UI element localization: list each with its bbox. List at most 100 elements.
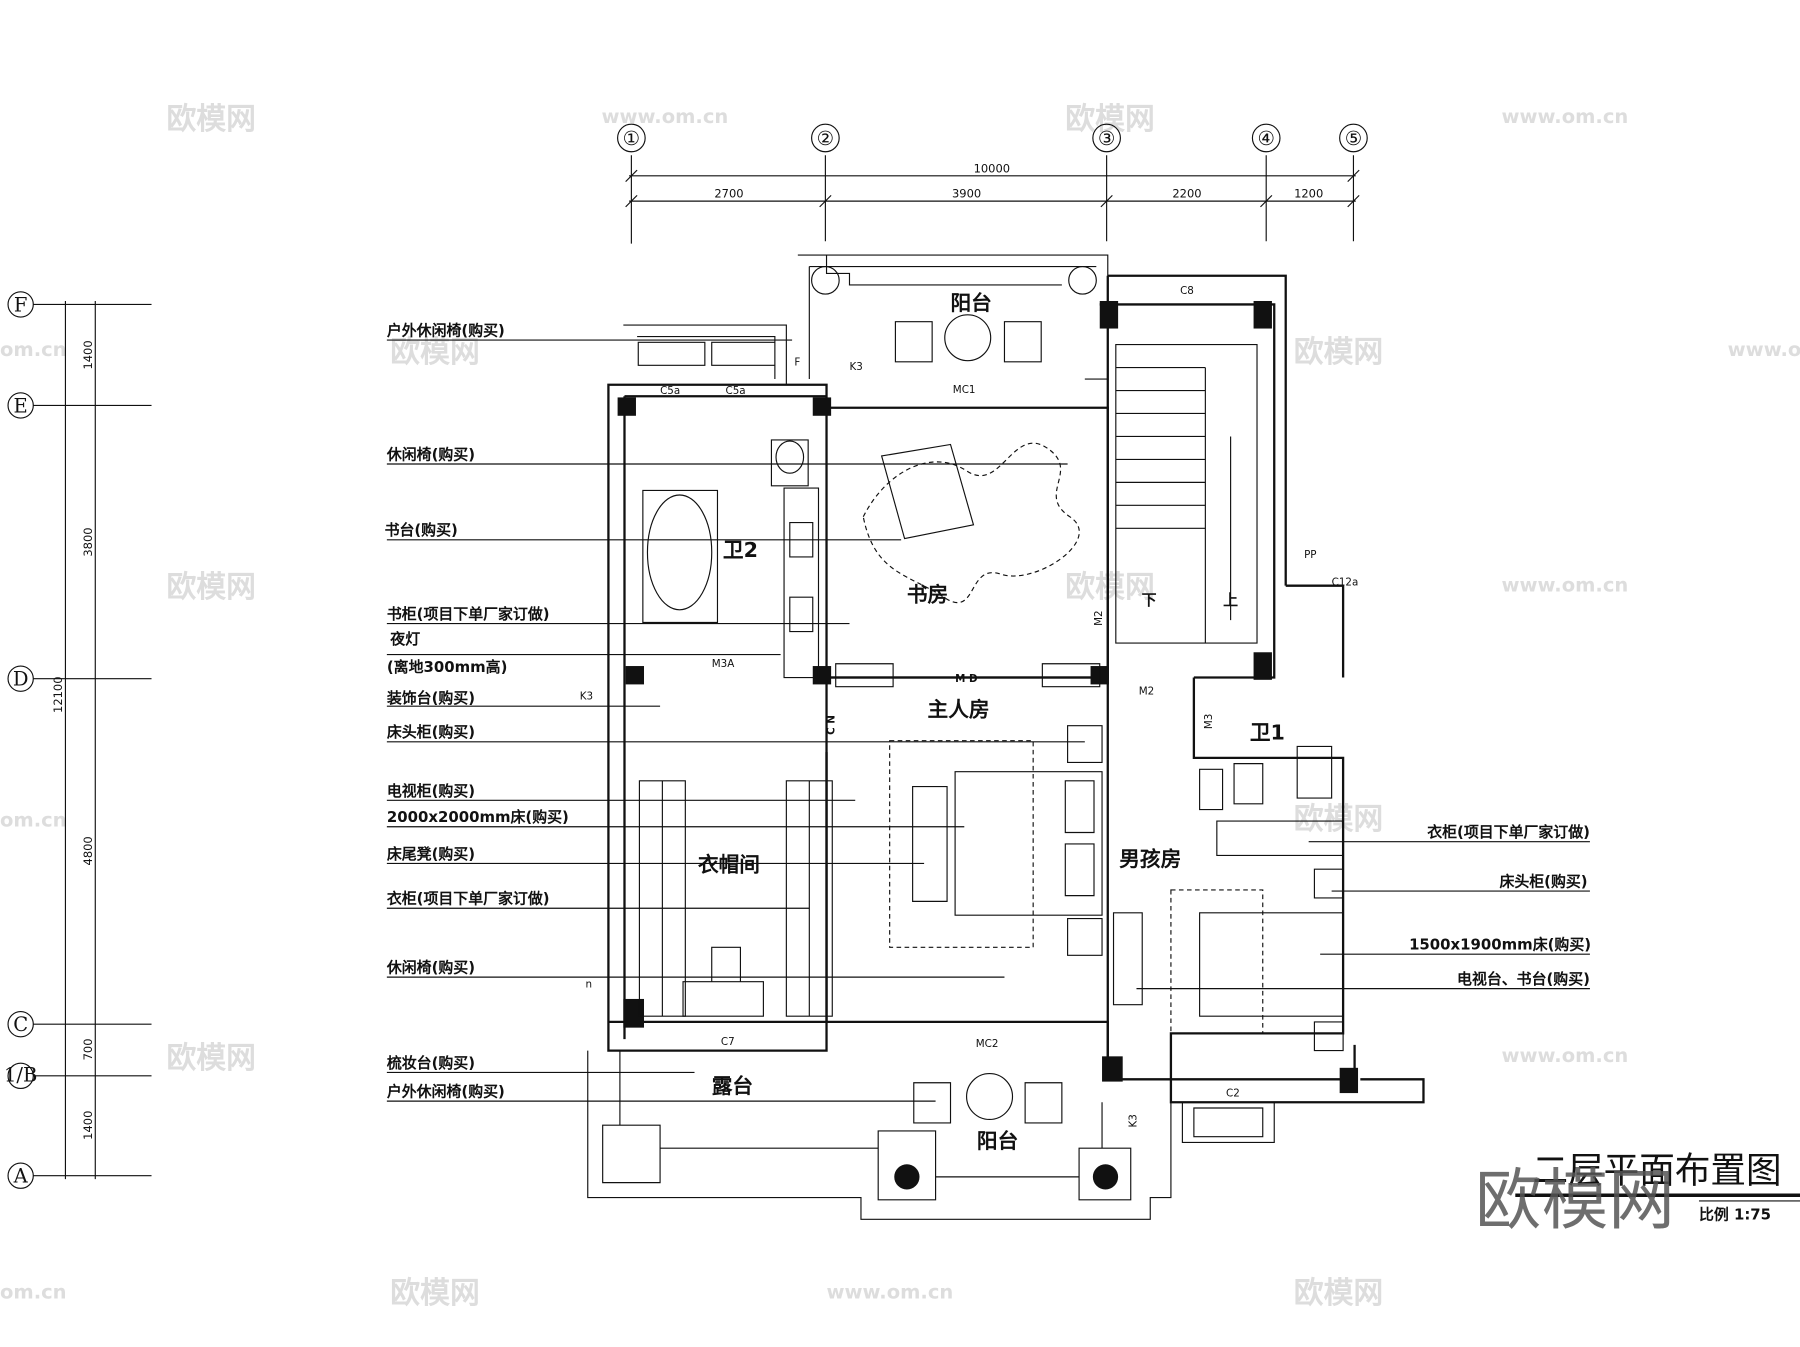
svg-text:2000x2000mm床(购买): 2000x2000mm床(购买)	[387, 808, 569, 826]
svg-text:休闲椅(购买): 休闲椅(购买)	[386, 445, 475, 463]
svg-text:E: E	[14, 394, 28, 417]
room-study: 书房	[907, 583, 948, 607]
svg-text:A: A	[13, 1165, 29, 1188]
room-master: 主人房	[928, 698, 990, 722]
svg-text:床尾凳(购买): 床尾凳(购买)	[387, 845, 475, 863]
svg-text:1/B: 1/B	[4, 1064, 37, 1087]
svg-text:K3: K3	[1127, 1114, 1139, 1127]
svg-text:MC2: MC2	[976, 1038, 999, 1050]
svg-text:C2: C2	[1226, 1088, 1240, 1100]
svg-text:欧模网: 欧模网	[166, 1041, 255, 1076]
svg-text:www.om.cn: www.om.cn	[1502, 105, 1629, 128]
svg-text:装饰台(购买): 装饰台(购买)	[386, 689, 475, 707]
svg-text:梳妆台(购买): 梳妆台(购买)	[387, 1054, 475, 1072]
svg-text:C: C	[13, 1013, 28, 1036]
svg-text:1400: 1400	[81, 340, 95, 369]
svg-text:衣柜(项目下单厂家订做): 衣柜(项目下单厂家订做)	[1427, 823, 1590, 841]
svg-text:3900: 3900	[952, 187, 981, 201]
svg-text:F: F	[794, 356, 800, 368]
svg-text:①: ①	[623, 127, 640, 150]
svg-text:www.om.cn: www.om.cn	[1728, 338, 1800, 361]
svg-text:欧模网: 欧模网	[390, 1276, 479, 1311]
svg-text:②: ②	[817, 127, 834, 150]
svg-text:M2: M2	[1093, 610, 1105, 625]
svg-text:1200: 1200	[1294, 187, 1323, 201]
svg-text:10000: 10000	[974, 161, 1010, 175]
svg-text:C5a: C5a	[726, 385, 746, 397]
svg-text:(离地300mm高): (离地300mm高)	[387, 658, 508, 676]
svg-text:700: 700	[81, 1039, 95, 1061]
svg-text:③: ③	[1098, 127, 1115, 150]
svg-text:K3: K3	[849, 361, 862, 373]
svg-text:书台(购买): 书台(购买)	[385, 521, 458, 539]
svg-text:床头柜(购买): 床头柜(购买)	[387, 723, 475, 741]
room-bath1: 卫1	[1250, 721, 1285, 745]
svg-text:www.om.cn: www.om.cn	[602, 105, 729, 128]
room-labels: 阳台 卫2 书房 主人房 衣帽间 男孩房 卫1 露台 阳台 下 上	[698, 291, 1285, 1153]
watermarks: 欧模网 www.om.cn 欧模网 www.om.cn 欧模网 欧模网 om.c…	[0, 102, 1800, 1311]
svg-text:PP: PP	[1304, 549, 1316, 561]
svg-text:欧模网: 欧模网	[1294, 802, 1383, 837]
svg-text:MC1: MC1	[953, 384, 976, 396]
svg-text:欧模网: 欧模网	[1294, 1276, 1383, 1311]
svg-text:欧模网: 欧模网	[1065, 570, 1154, 605]
right-annotations: 衣柜(项目下单厂家订做) 床头柜(购买) 1500x1900mm床(购买) 电视…	[1136, 823, 1591, 990]
svg-text:2200: 2200	[1172, 187, 1201, 201]
svg-text:④: ④	[1257, 127, 1274, 150]
furniture	[638, 314, 1344, 1124]
svg-text:C5a: C5a	[660, 385, 680, 397]
svg-text:欧模网: 欧模网	[390, 335, 479, 370]
drawing-title: 二层平面布置图	[1533, 1151, 1782, 1192]
svg-text:3800: 3800	[81, 527, 95, 556]
svg-text:休闲椅(购买): 休闲椅(购买)	[386, 959, 475, 977]
svg-text:1500x1900mm床(购买): 1500x1900mm床(购买)	[1409, 936, 1591, 954]
column-axes: ① ② ③ ④ ⑤ 10000 2700 3900 2200 1200	[617, 123, 1368, 244]
svg-text:2700: 2700	[714, 187, 743, 201]
svg-text:M2: M2	[1139, 686, 1154, 698]
drawing-scale: 比例 1:75	[1699, 1205, 1771, 1223]
svg-text:4800: 4800	[81, 836, 95, 865]
svg-text:下: 下	[1142, 591, 1157, 609]
svg-text:F: F	[14, 293, 28, 316]
svg-text:电视台、书台(购买): 电视台、书台(购买)	[1457, 970, 1590, 988]
svg-text:n: n	[585, 978, 592, 990]
door-window-tags: C8 C5a C5a MC1 F K3 M2 M3A M D C N M2 M3…	[580, 285, 1359, 1127]
svg-text:欧模网: 欧模网	[1065, 102, 1154, 137]
room-cloakroom: 衣帽间	[698, 853, 760, 877]
svg-text:1400: 1400	[81, 1111, 95, 1140]
svg-text:C8: C8	[1180, 285, 1194, 297]
svg-text:www.om.cn: www.om.cn	[1502, 573, 1629, 596]
svg-text:户外休闲椅(购买): 户外休闲椅(购买)	[387, 321, 505, 339]
left-annotations: 户外休闲椅(购买) 休闲椅(购买) 书台(购买) 书柜(项目下单厂家订做) 夜灯…	[385, 321, 1085, 1102]
svg-text:om.cn: om.cn	[0, 1281, 67, 1304]
svg-text:D: D	[13, 668, 29, 691]
svg-text:欧模网: 欧模网	[1294, 335, 1383, 370]
svg-text:M3A: M3A	[712, 658, 735, 670]
svg-text:om.cn: om.cn	[0, 809, 67, 832]
svg-text:欧模网: 欧模网	[166, 570, 255, 605]
svg-text:www.om.cn: www.om.cn	[1502, 1044, 1629, 1067]
svg-text:12100: 12100	[51, 676, 65, 712]
svg-text:C12a: C12a	[1332, 577, 1359, 589]
drawing-title-block: 二层平面布置图 比例 1:75 欧模网	[1475, 1151, 1800, 1239]
svg-text:上: 上	[1223, 591, 1238, 609]
svg-text:M3: M3	[1203, 714, 1215, 729]
svg-text:衣柜(项目下单厂家订做): 衣柜(项目下单厂家订做)	[387, 890, 550, 908]
room-balcony-top: 阳台	[951, 291, 992, 315]
svg-text:床头柜(购买): 床头柜(购买)	[1499, 872, 1587, 890]
room-bath2: 卫2	[723, 538, 758, 562]
svg-text:欧模网: 欧模网	[166, 102, 255, 137]
room-boys: 男孩房	[1119, 847, 1181, 871]
svg-text:K3: K3	[580, 690, 593, 702]
room-terrace: 露台	[712, 1074, 753, 1098]
svg-text:C N: C N	[826, 715, 838, 735]
svg-text:C7: C7	[721, 1036, 735, 1048]
svg-text:夜灯: 夜灯	[389, 630, 420, 648]
svg-text:M D: M D	[955, 673, 978, 685]
svg-text:⑤: ⑤	[1345, 127, 1362, 150]
svg-text:www.om.cn: www.om.cn	[827, 1281, 954, 1304]
watermark-logo: 欧模网	[1475, 1161, 1675, 1239]
svg-text:户外休闲椅(购买): 户外休闲椅(购买)	[387, 1083, 505, 1101]
svg-text:书柜(项目下单厂家订做): 书柜(项目下单厂家订做)	[387, 605, 550, 623]
